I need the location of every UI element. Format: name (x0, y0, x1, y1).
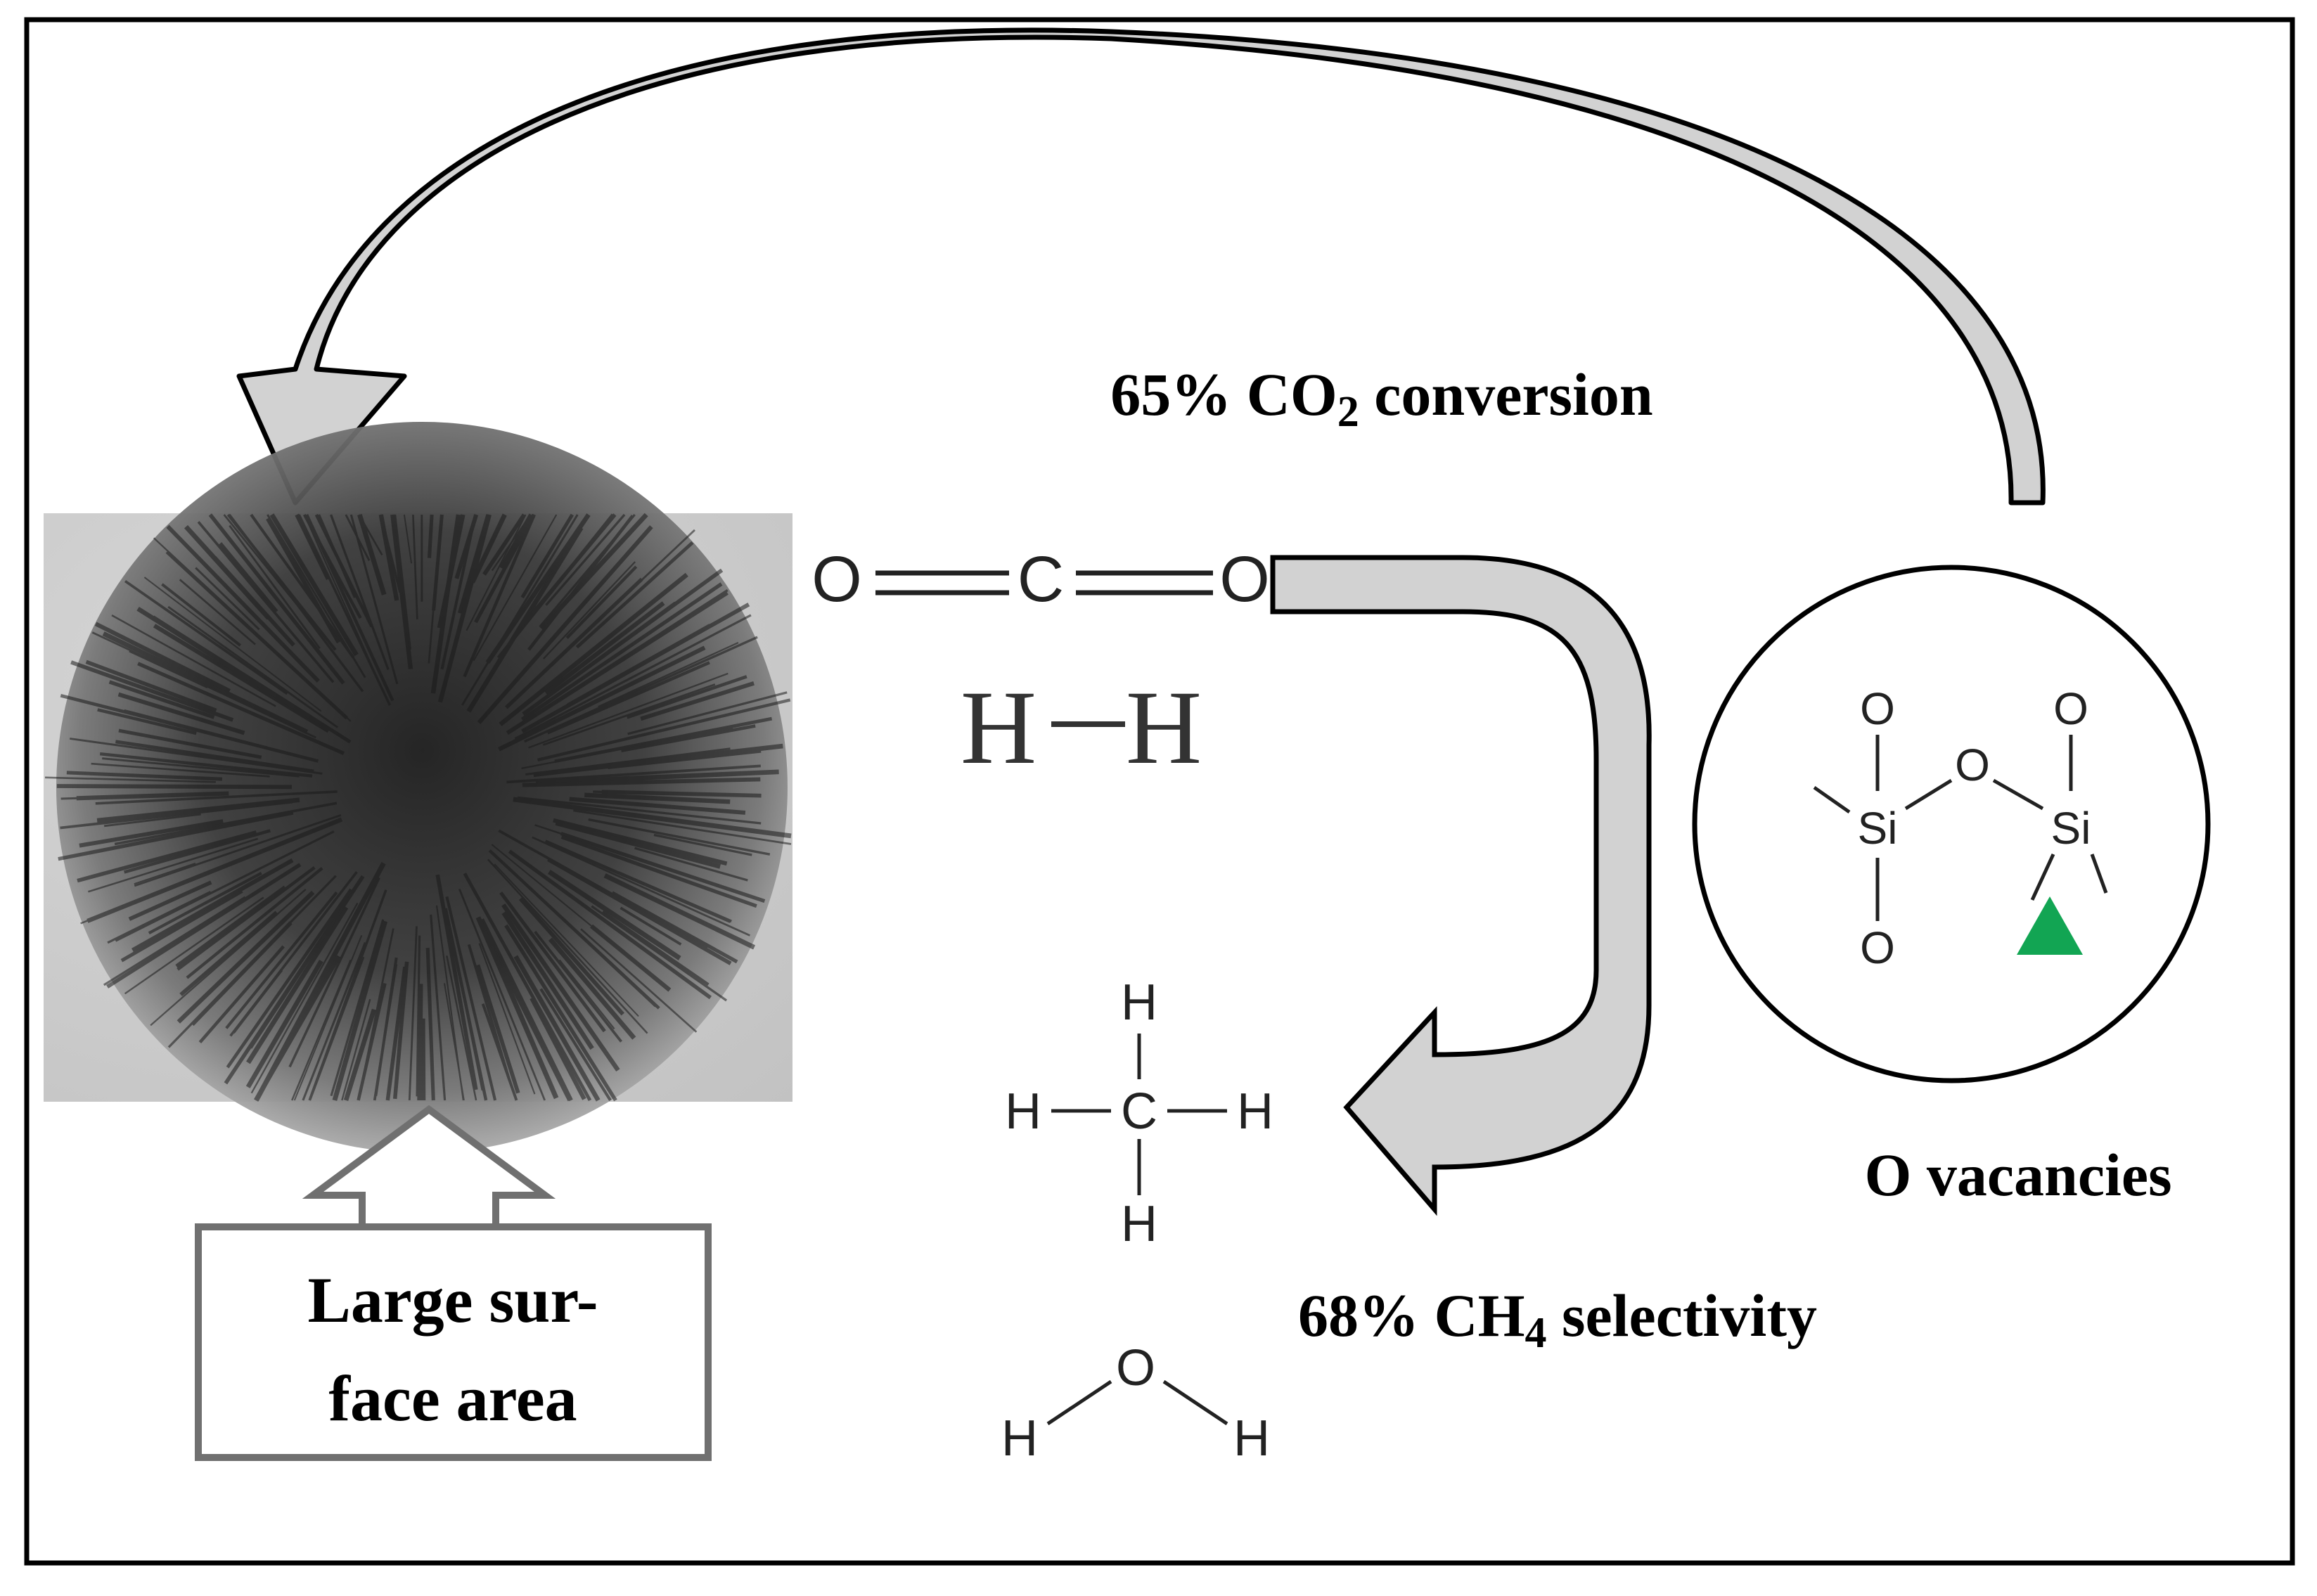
co2-molecule: O C O (811, 543, 1270, 615)
svg-text:O: O (1860, 683, 1895, 734)
svg-text:H: H (1121, 974, 1157, 1031)
surface-area-box (195, 1223, 712, 1461)
surface-area-line2: face area (328, 1363, 577, 1434)
svg-text:H: H (1126, 669, 1202, 786)
svg-text:O: O (1860, 922, 1895, 973)
svg-text:C: C (1018, 543, 1064, 615)
o-vacancies-label: O vacancies (1864, 1141, 2171, 1209)
svg-text:C: C (1121, 1083, 1157, 1140)
surface-area-line1: Large sur- (307, 1264, 598, 1336)
vacancy-marker (2017, 896, 2083, 955)
curved-return-arrow (236, 27, 2046, 506)
svg-text:H: H (1121, 1196, 1157, 1252)
svg-text:H: H (1001, 1410, 1038, 1467)
svg-text:H: H (961, 669, 1036, 786)
o-vacancy-structure: O Si O O O Si (1692, 565, 2211, 1083)
svg-text:O: O (1219, 543, 1270, 615)
svg-text:H: H (1005, 1083, 1041, 1140)
svg-text:O: O (811, 543, 862, 615)
svg-text:O: O (1116, 1340, 1155, 1396)
reaction-arrow (1270, 555, 1652, 1216)
svg-text:H: H (1237, 1083, 1273, 1140)
ch4-selectivity-label: 68% CH4 selectivity (1298, 1282, 1817, 1357)
co2-conversion-label: 65% CO2 conversion (1110, 361, 1653, 436)
svg-text:O: O (1955, 740, 1990, 790)
h2o-molecule: O H H (1001, 1340, 1270, 1467)
h2-molecule: H H (961, 669, 1202, 786)
svg-text:Si: Si (1858, 803, 1898, 854)
svg-text:O: O (2053, 683, 2088, 734)
svg-text:H: H (1233, 1410, 1270, 1467)
svg-text:Si: Si (2051, 803, 2091, 854)
ch4-molecule: C H H H H (1005, 974, 1273, 1252)
tem-nanoparticle-image (44, 422, 792, 1153)
